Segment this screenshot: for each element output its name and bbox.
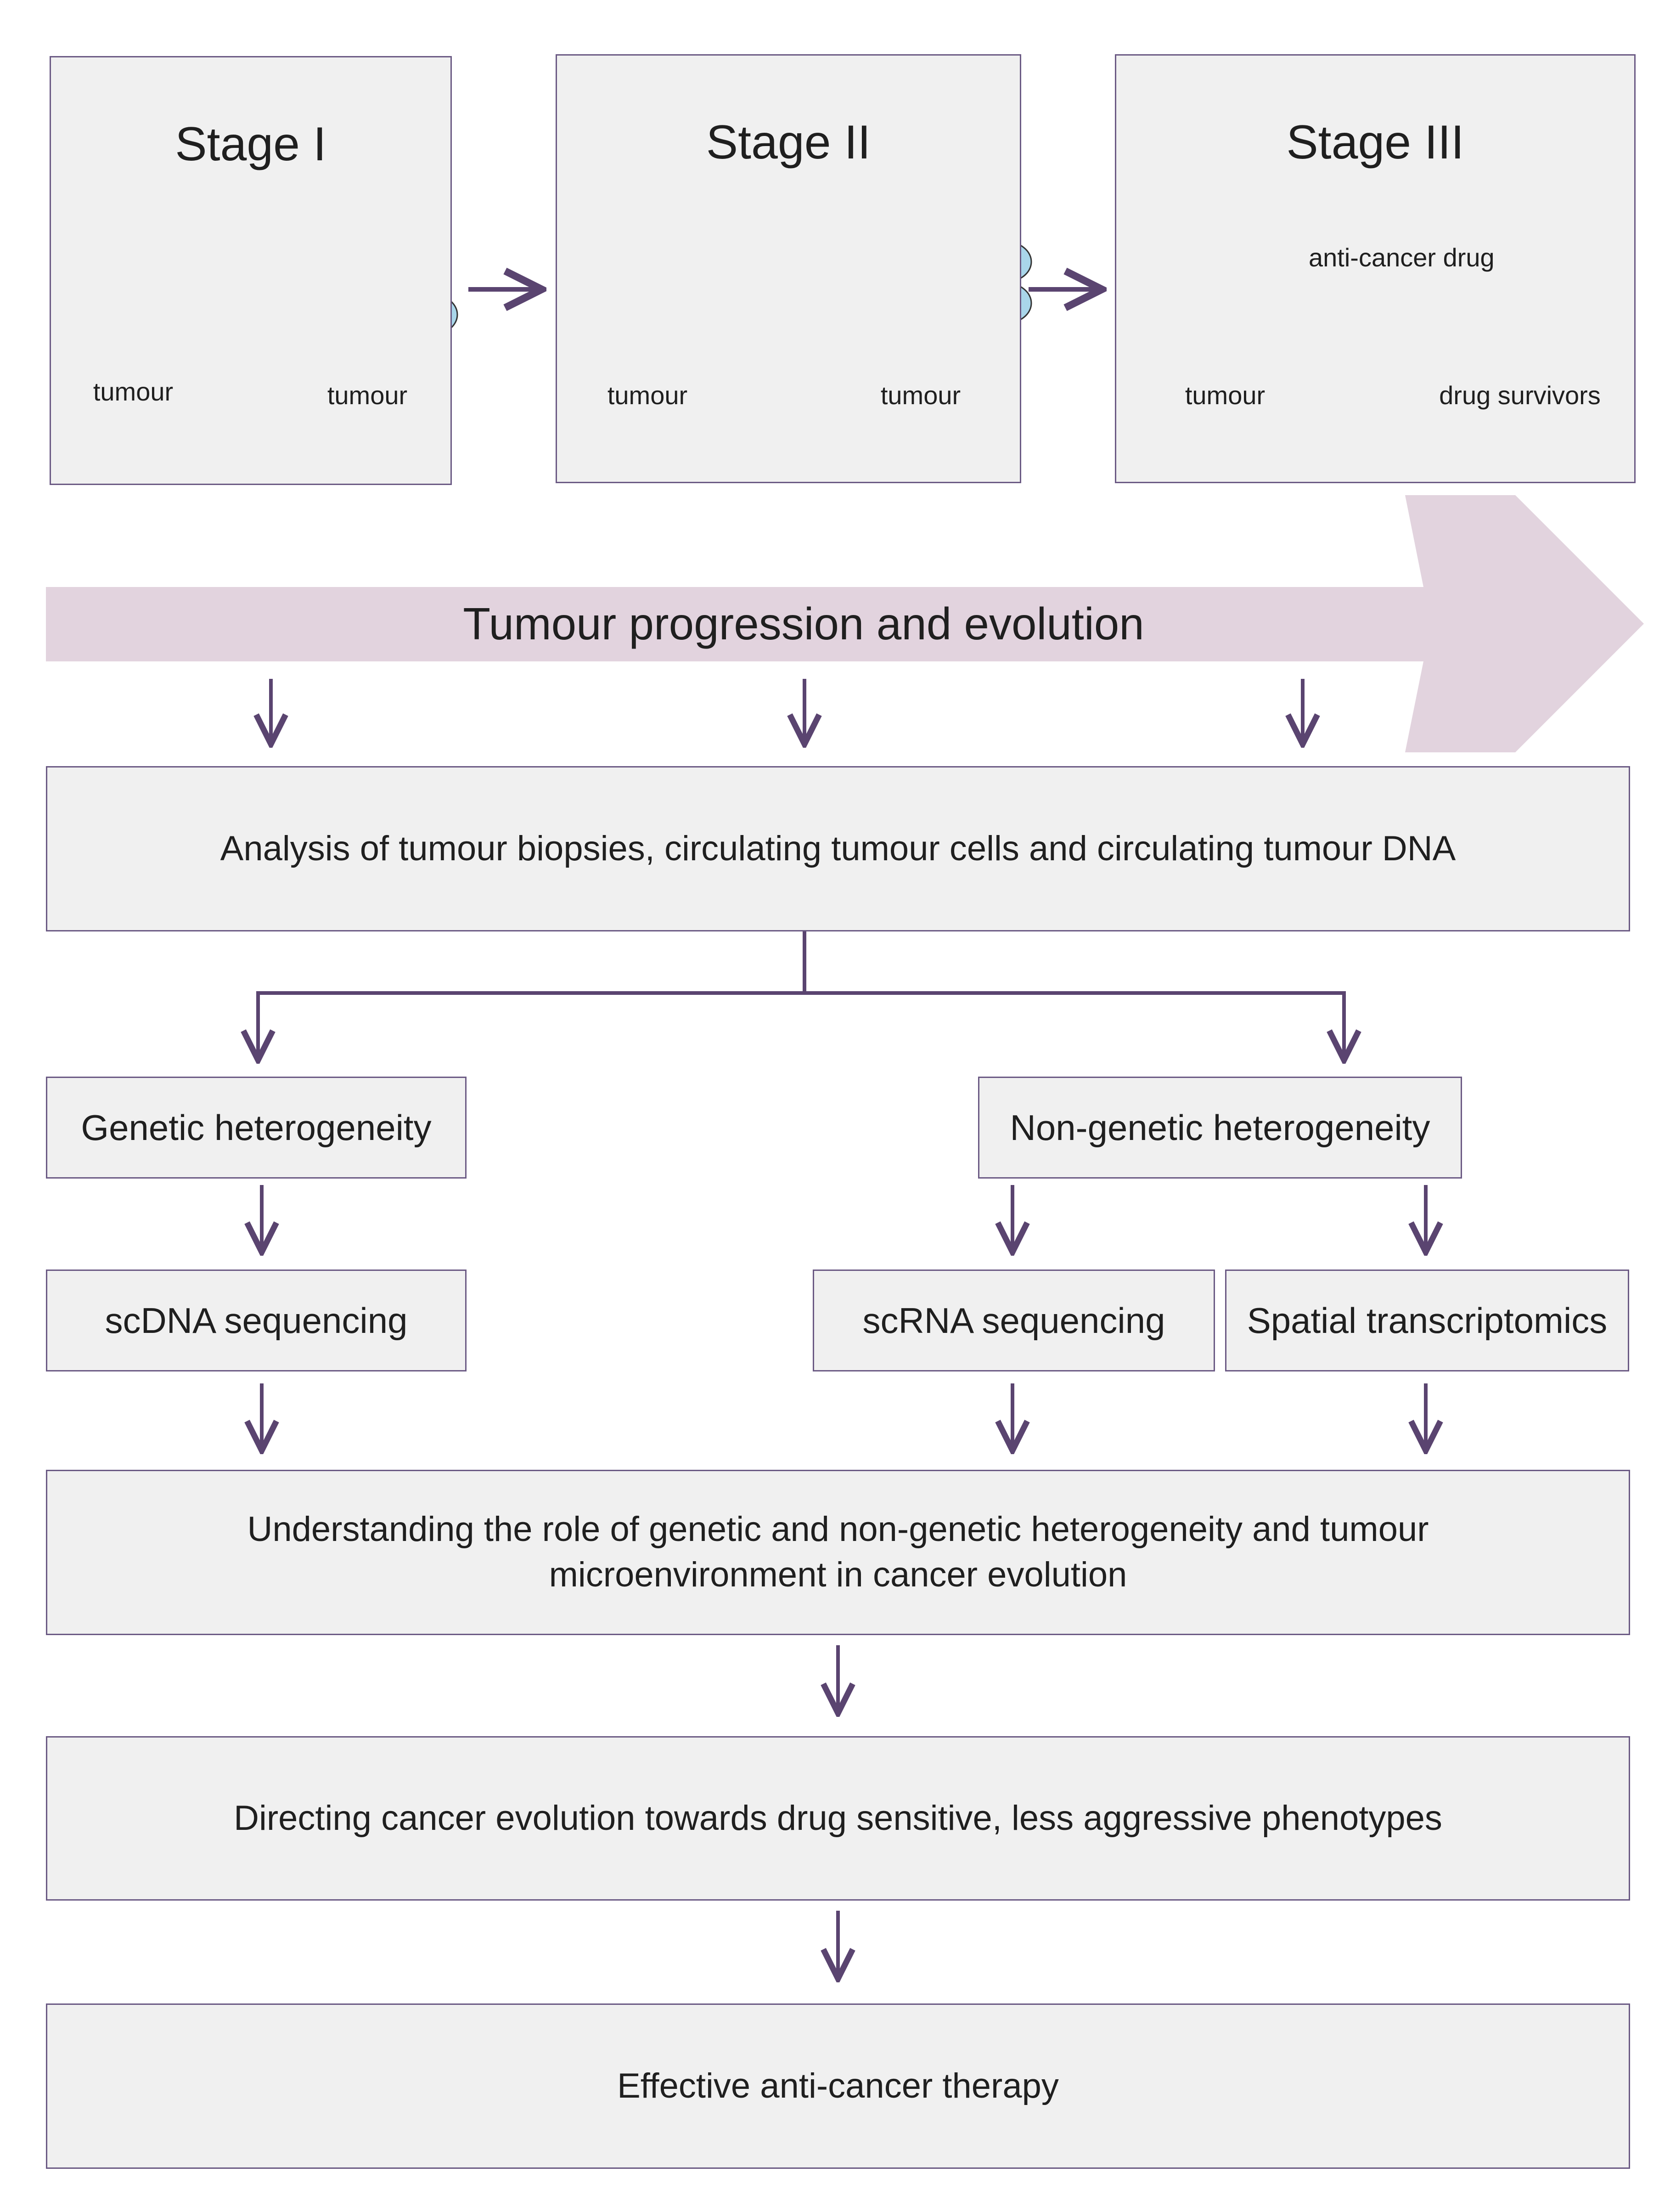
- progression-label: Tumour progression and evolution: [463, 598, 1144, 649]
- understanding-line-1: Understanding the role of genetic and no…: [247, 1510, 1429, 1549]
- stage-2-title: Stage II: [706, 116, 871, 169]
- therapy-box: Effective anti-cancer therapy: [46, 2003, 1630, 2169]
- stage-1-panel: Stage I: [50, 56, 452, 485]
- stage-1-left-label: tumour: [93, 377, 174, 406]
- stage-3-drug-label: anti-cancer drug: [1309, 243, 1495, 272]
- genetic-heterogeneity-label: Genetic heterogeneity: [81, 1107, 432, 1148]
- spatial-transcriptomics-box: Spatial transcriptomics: [1225, 1270, 1629, 1371]
- spatial-transcriptomics-label: Spatial transcriptomics: [1247, 1300, 1608, 1341]
- stage-2-left-label: tumour: [607, 381, 688, 410]
- therapy-label: Effective anti-cancer therapy: [617, 2066, 1059, 2105]
- scdna-box: scDNA sequencing: [46, 1270, 467, 1371]
- stage-3-panel: Stage III: [1115, 54, 1636, 483]
- scrna-label: scRNA sequencing: [862, 1300, 1165, 1341]
- directing-label: Directing cancer evolution towards drug …: [234, 1798, 1442, 1838]
- directing-box: Directing cancer evolution towards drug …: [46, 1736, 1630, 1901]
- scdna-label: scDNA sequencing: [105, 1300, 408, 1341]
- scrna-box: scRNA sequencing: [813, 1270, 1215, 1371]
- understanding-line-2: microenvironment in cancer evolution: [549, 1555, 1127, 1594]
- stage-3-title: Stage III: [1286, 116, 1464, 169]
- stage-1-title: Stage I: [175, 118, 326, 171]
- stage-3-left-label: tumour: [1185, 381, 1265, 410]
- analysis-label: Analysis of tumour biopsies, circulating…: [220, 829, 1456, 868]
- progression-band: [46, 495, 1644, 752]
- stage-2-panel: Stage II: [556, 54, 1021, 483]
- stage-3-right-label: drug survivors: [1439, 381, 1601, 410]
- non-genetic-heterogeneity-box: Non-genetic heterogeneity: [978, 1077, 1462, 1179]
- stage-1-right-label: tumour: [327, 381, 408, 410]
- genetic-heterogeneity-box: Genetic heterogeneity: [46, 1077, 467, 1179]
- non-genetic-heterogeneity-label: Non-genetic heterogeneity: [1010, 1107, 1430, 1148]
- stage-2-right-label: tumour: [880, 381, 961, 410]
- split-connector: [258, 930, 1344, 995]
- analysis-box: Analysis of tumour biopsies, circulating…: [46, 766, 1630, 931]
- understanding-box: Understanding the role of genetic and no…: [46, 1470, 1630, 1635]
